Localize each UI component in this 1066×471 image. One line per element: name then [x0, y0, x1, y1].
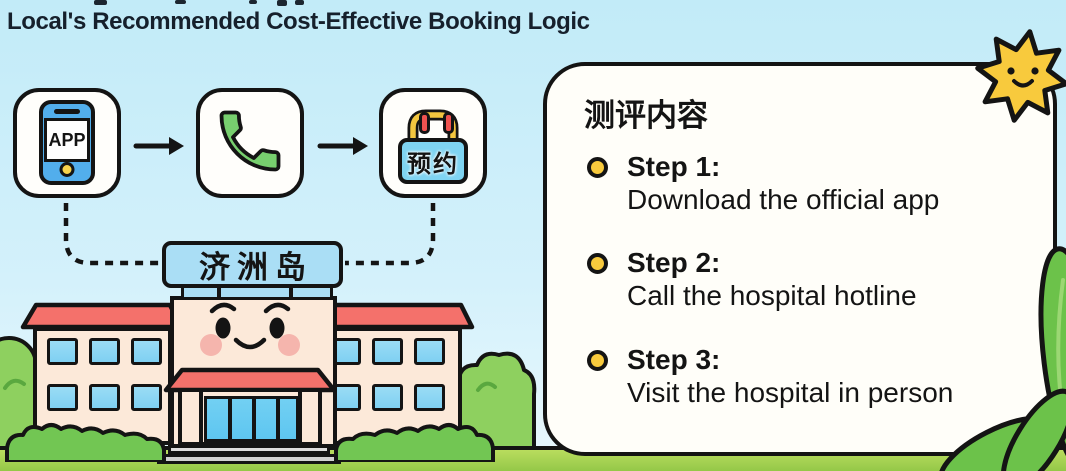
window — [414, 384, 445, 411]
blush — [200, 334, 222, 356]
flow-arrow-icon — [133, 137, 184, 155]
step-label: Step 3: — [627, 344, 721, 375]
blush — [278, 334, 300, 356]
entrance-awning — [163, 367, 337, 393]
window — [47, 384, 78, 411]
cropped-title-fragment — [249, 0, 257, 4]
dashed-connector-left — [63, 203, 162, 266]
eye — [215, 317, 231, 339]
sign-pin — [443, 112, 454, 134]
foreground-bush — [334, 423, 495, 462]
app-icon-card: APP — [13, 88, 121, 198]
window — [47, 338, 78, 365]
smartphone-app-icon: APP — [39, 100, 95, 185]
list-item-step-1: Step 1: Download the official app — [587, 150, 1035, 217]
star-eye — [1007, 67, 1015, 75]
entrance-step — [157, 454, 341, 464]
entrance-step — [168, 445, 330, 454]
window — [372, 338, 403, 365]
step-description: Visit the hospital in person — [627, 377, 954, 408]
cropped-title-fragment — [295, 0, 304, 5]
cropped-title-fragment — [277, 0, 287, 6]
building-face — [200, 302, 300, 356]
eyebrow — [209, 302, 237, 314]
booking-icon-card: 预约 — [379, 88, 487, 198]
window — [89, 384, 120, 411]
sign-pin — [419, 112, 430, 134]
step-bullet-icon — [587, 253, 608, 274]
step-bullet-icon — [587, 157, 608, 178]
smile — [233, 337, 267, 350]
entrance-glass-doors — [204, 396, 299, 442]
booking-sign-icon: 预约 — [398, 138, 468, 184]
phone-home-button — [59, 162, 75, 177]
step-description: Call the hospital hotline — [627, 280, 917, 311]
list-item-step-2: Step 2: Call the hospital hotline — [587, 246, 1035, 313]
flow-arrow-icon — [317, 137, 368, 155]
window — [414, 338, 445, 365]
background-bush — [456, 351, 537, 450]
bush-accent — [476, 381, 497, 392]
step-label: Step 2: — [627, 247, 721, 278]
cropped-title-fragment — [175, 0, 186, 4]
phone-handset-icon — [219, 110, 281, 172]
window — [372, 384, 403, 411]
entrance-pillar-line — [199, 392, 203, 442]
eyebrow — [263, 302, 291, 314]
building-sign: 济洲岛 — [162, 241, 343, 288]
star-smile — [1012, 79, 1034, 88]
call-icon-card — [196, 88, 304, 198]
list-item-step-3: Step 3: Visit the hospital in person — [587, 343, 1035, 410]
panel-heading: 测评内容 — [584, 98, 708, 133]
window — [131, 338, 162, 365]
window — [89, 338, 120, 365]
entrance-pillar-line — [298, 392, 302, 442]
star-eye — [1031, 67, 1039, 75]
phone-speaker-bar — [54, 109, 80, 114]
foreground-bush — [5, 423, 166, 462]
phone-screen: APP — [44, 118, 90, 162]
eye — [269, 317, 285, 339]
step-label: Step 1: — [627, 151, 721, 182]
cropped-title-fragment — [94, 0, 107, 5]
step-bullet-icon — [587, 350, 608, 371]
bush-accent — [3, 378, 26, 390]
dashed-connector-right — [345, 203, 436, 266]
window — [131, 384, 162, 411]
page-title: Local's Recommended Cost-Effective Booki… — [7, 8, 590, 35]
dashed-connector-lines — [63, 203, 436, 266]
star-mascot-icon — [975, 29, 1066, 123]
plant-leaves-icon — [938, 246, 1066, 471]
step-description: Download the official app — [627, 184, 940, 215]
